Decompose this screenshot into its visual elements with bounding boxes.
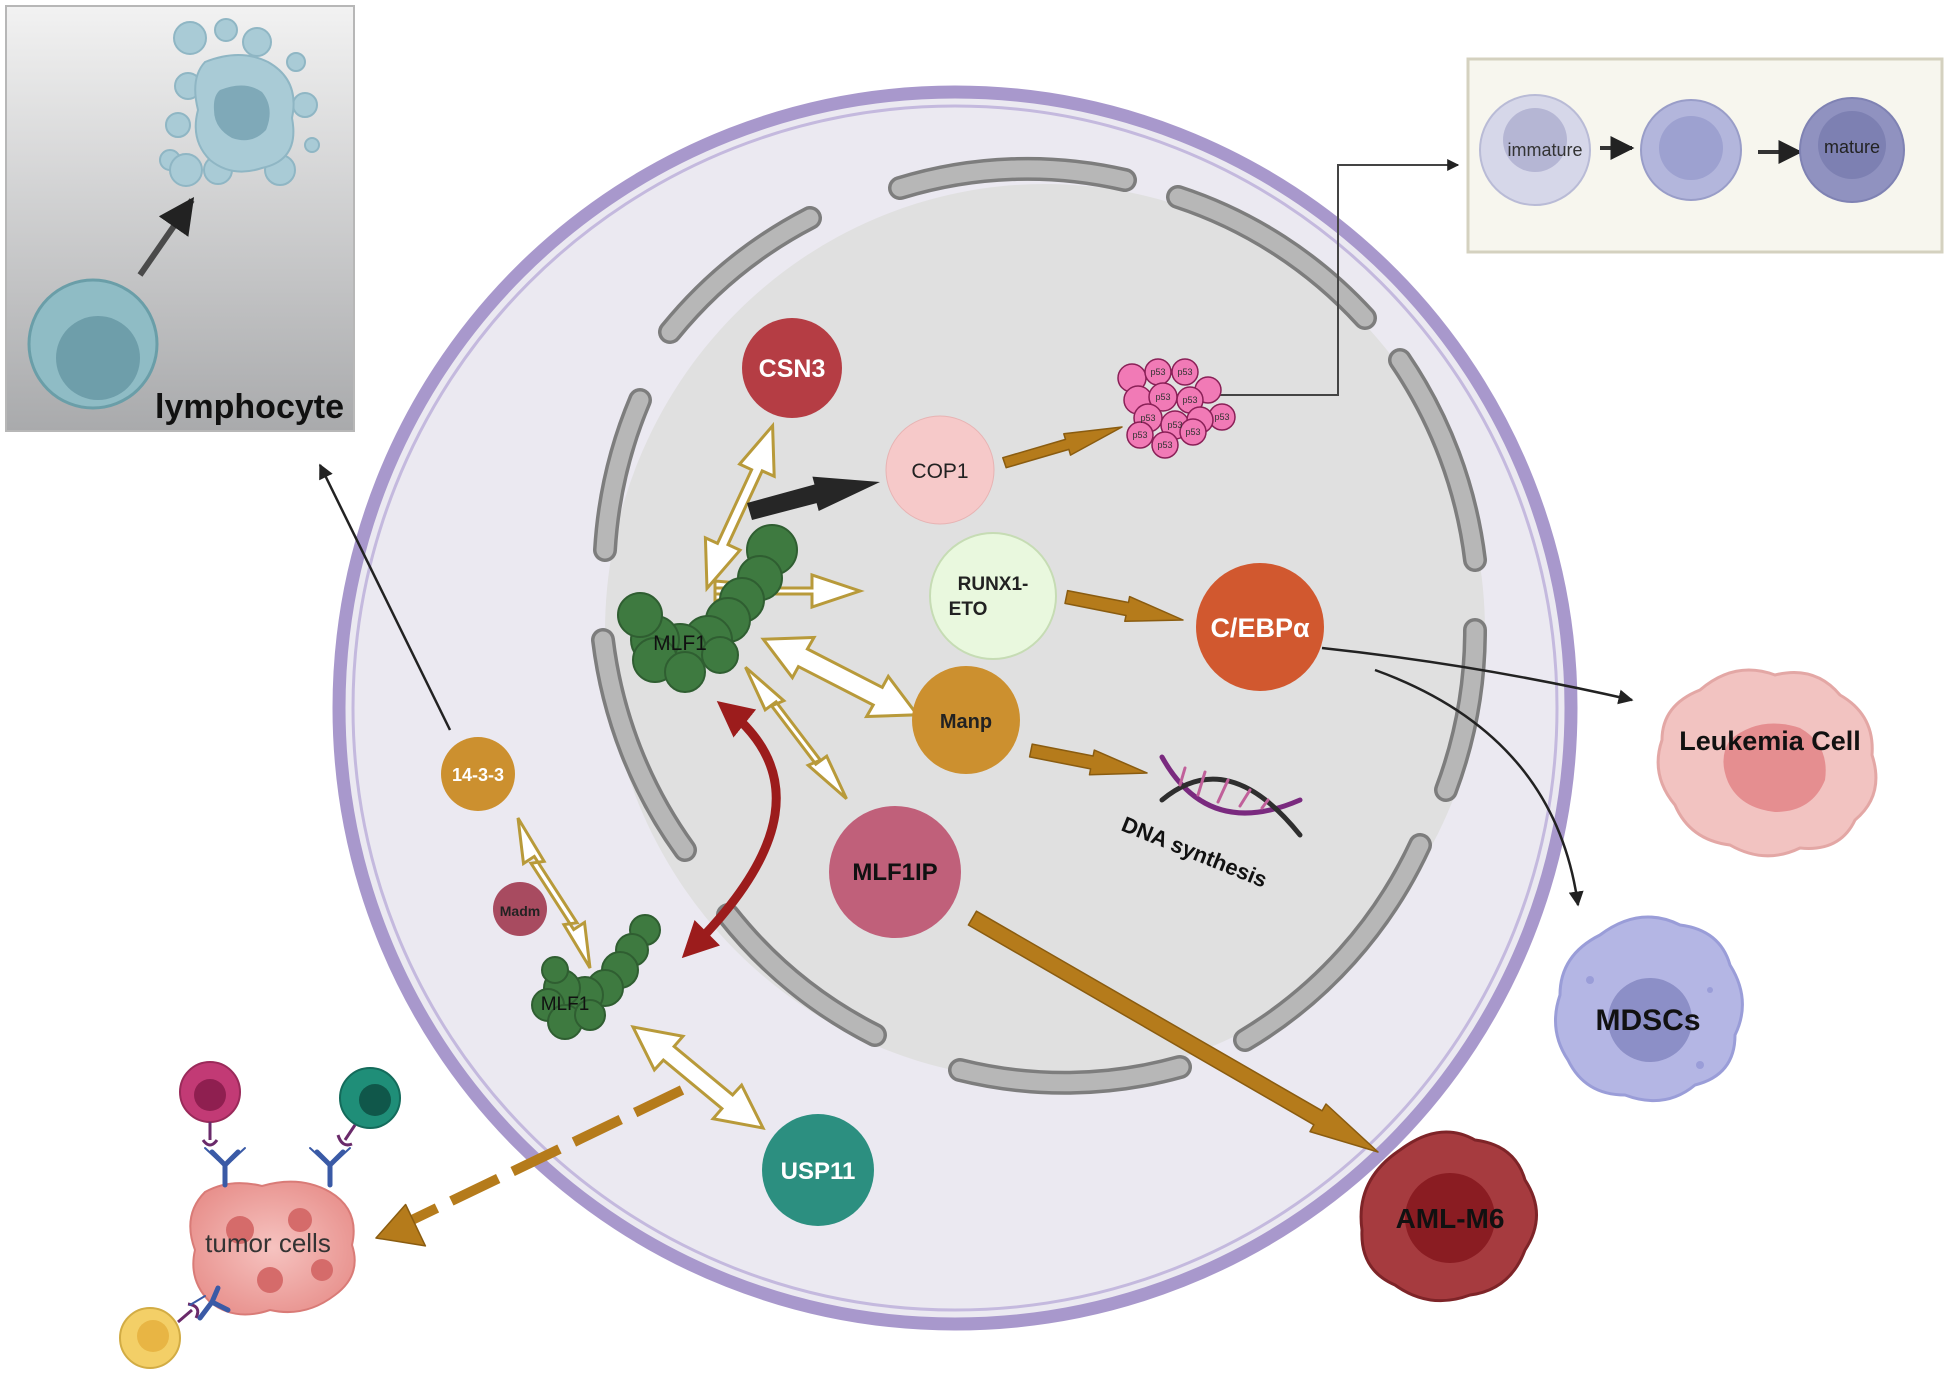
- runx1-cebpa-arrow: [1064, 589, 1184, 623]
- mlf1-cop1-arrow: [747, 476, 880, 520]
- lymphocyte-label: lymphocyte: [155, 388, 344, 426]
- mlf1-tumor-arrowhead: [375, 1203, 427, 1247]
- p53-label: p53: [1167, 420, 1182, 430]
- immune-cell-magenta-icon: [179, 1061, 241, 1147]
- mdscs-label: MDSCs: [1595, 1004, 1700, 1037]
- p53-label: p53: [1182, 395, 1197, 405]
- mlf1-shuttle-arrow: [681, 700, 781, 959]
- antibody-icons: [189, 1147, 351, 1321]
- madm-node: Madm: [493, 882, 547, 936]
- mlf1-usp11-arrow: [630, 1024, 766, 1131]
- manp-label: Manp: [940, 711, 992, 733]
- protein-1433-node: 14-3-3: [441, 737, 515, 811]
- 1433-lymphocyte-arrow: [318, 463, 452, 731]
- leukemia-cell-label: Leukemia Cell: [1679, 726, 1861, 756]
- csn3-node: CSN3: [742, 318, 842, 418]
- p53-label: p53: [1185, 427, 1200, 437]
- usp11-node: USP11: [762, 1114, 874, 1226]
- p53-label: p53: [1157, 440, 1172, 450]
- madm-label: Madm: [500, 903, 540, 919]
- cop1-node: COP1: [885, 415, 995, 525]
- runx1-label-line2: ETO: [949, 599, 988, 620]
- mlf1-runx1-arrow: [713, 572, 865, 610]
- effect-arrows: [375, 426, 1379, 1247]
- csn3-label: CSN3: [759, 355, 826, 383]
- mlf1-tumor-dashed-line: [409, 1085, 685, 1225]
- aml-m6-icon: [1359, 1130, 1538, 1303]
- cop1-p53-arrow: [1002, 426, 1123, 469]
- apoptotic-cell-icon: [159, 18, 320, 187]
- tumor-cells-icon: [189, 1180, 356, 1316]
- immune-cell-teal-icon: [336, 1067, 401, 1147]
- intermediate-cell-icon: [1640, 99, 1742, 201]
- cebpa-node: C/EBPα: [1196, 563, 1324, 691]
- mlf1-mlf1ip-arrow: [744, 666, 848, 800]
- manp-node: Manp: [912, 666, 1020, 774]
- runx1-eto-node: RUNX1- ETO: [929, 532, 1057, 660]
- mdscs-icon: [1554, 915, 1744, 1103]
- p53-label: p53: [1214, 412, 1229, 422]
- mlf1-cytoplasm-protein-icon: [531, 914, 661, 1040]
- dna-helix-icon: [1159, 754, 1303, 838]
- tumor-cells-label: tumor cells: [205, 1228, 331, 1258]
- p53-label: p53: [1155, 392, 1170, 402]
- mlf1ip-node: MLF1IP: [829, 806, 961, 938]
- mature-cell-icon: [1799, 97, 1905, 203]
- mlf1-csn3-arrow: [703, 421, 776, 593]
- cell-membrane-inner-line: [351, 104, 1559, 1312]
- mature-label: mature: [1824, 137, 1880, 157]
- p53-maturation-connector: [1215, 159, 1460, 396]
- leukemia-cell-icon: [1656, 668, 1878, 858]
- interaction-arrows: [516, 421, 921, 1131]
- lymphocyte-icon: [27, 278, 159, 410]
- p53-label: p53: [1132, 430, 1147, 440]
- lymphocyte-panel: lymphocyte: [5, 5, 355, 432]
- manp-dna-arrow: [1028, 743, 1148, 776]
- mlf1-protein-icon: [617, 524, 798, 693]
- immune-cell-yellow-icon: [119, 1302, 200, 1369]
- mlf1-cytoplasm-label: MLF1: [541, 994, 590, 1015]
- protein-1433-label: 14-3-3: [452, 765, 504, 785]
- p53-cluster: p53 p53 p53 p53 p53 p53 p53 p53 p53 p53: [1117, 358, 1236, 459]
- mlf1ip-aml-arrow: [967, 910, 1379, 1153]
- p53-label: p53: [1150, 367, 1165, 377]
- mlf1ip-label: MLF1IP: [852, 859, 937, 886]
- nuclear-envelope: [591, 156, 1487, 1095]
- cebpa-label: C/EBPα: [1210, 613, 1310, 643]
- immature-label: immature: [1507, 140, 1582, 160]
- aml-m6-label: AML-M6: [1396, 1203, 1505, 1234]
- madm-1433-arrow: [516, 817, 592, 969]
- runx1-label-line1: RUNX1-: [958, 574, 1029, 595]
- p53-label: p53: [1140, 413, 1155, 423]
- immature-cell-icon: [1479, 94, 1591, 206]
- mlf1-nucleus-label: MLF1: [653, 632, 707, 655]
- maturation-panel: immature mature: [1466, 57, 1944, 254]
- cebpa-leukemia-arrow: [1321, 646, 1634, 705]
- p53-label: p53: [1177, 367, 1192, 377]
- apoptosis-arrow: [137, 197, 195, 277]
- cebpa-mdscs-arrow: [1374, 668, 1584, 907]
- usp11-label: USP11: [781, 1158, 856, 1185]
- cop1-label: COP1: [911, 460, 968, 483]
